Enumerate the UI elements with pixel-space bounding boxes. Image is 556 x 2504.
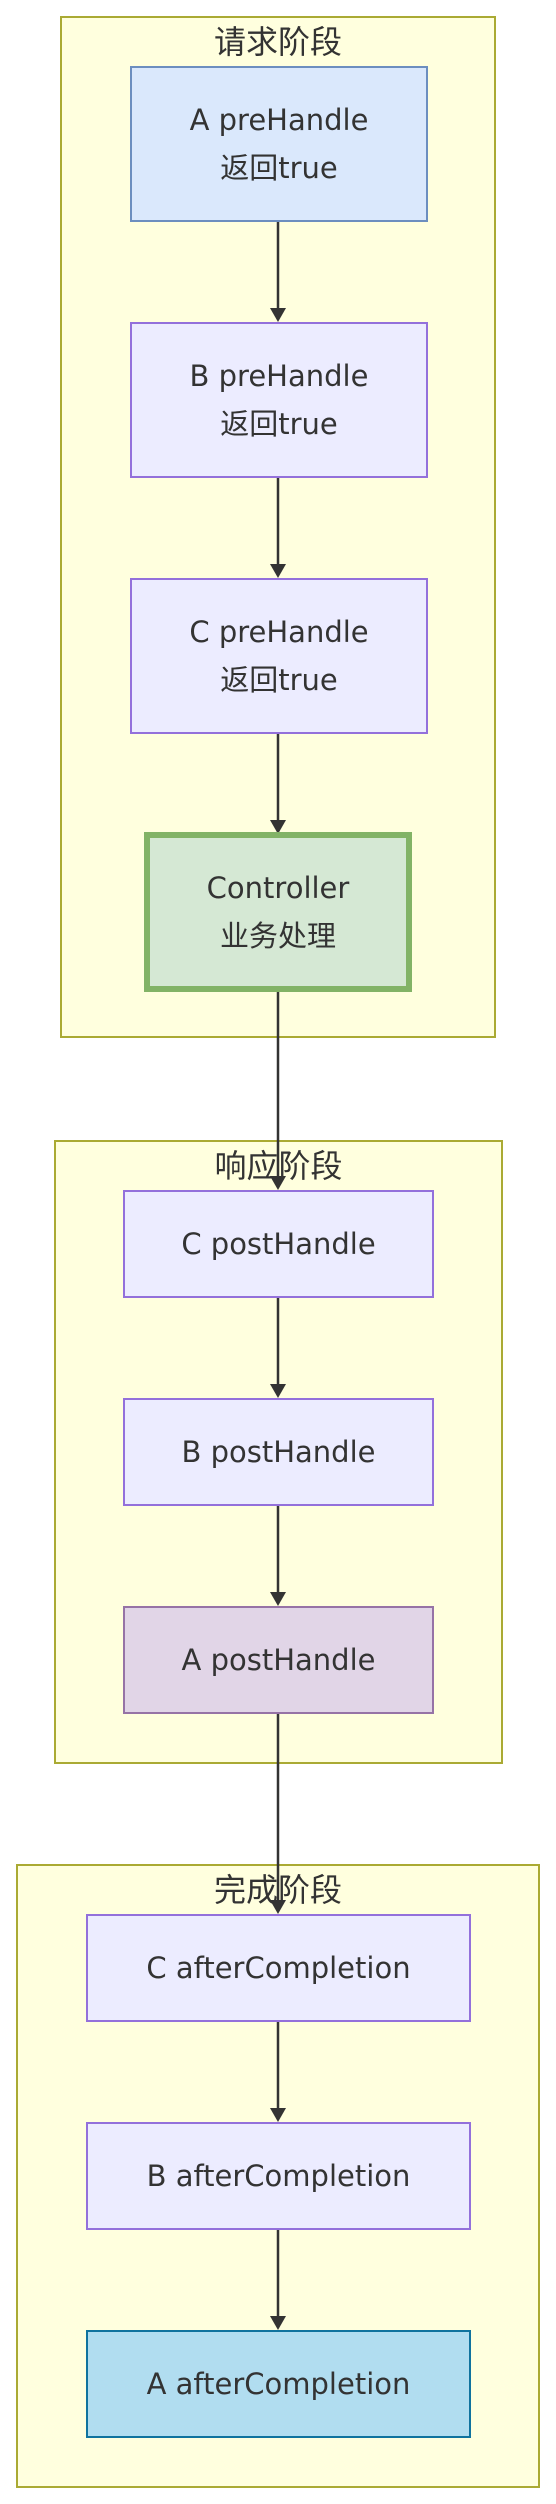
node-b-aftercompletion: B afterCompletion (86, 2122, 471, 2230)
node-b-posthandle: B postHandle (123, 1398, 434, 1506)
node-a-prehandle-line1: A preHandle (189, 103, 369, 137)
node-c-prehandle-line1: C preHandle (189, 615, 369, 649)
node-c-posthandle-label: C postHandle (181, 1227, 376, 1261)
node-controller-line1: Controller (206, 871, 350, 905)
node-b-aftercompletion-label: B afterCompletion (146, 2159, 411, 2193)
node-c-posthandle: C postHandle (123, 1190, 434, 1298)
node-c-prehandle-line2: 返回true (220, 663, 338, 697)
node-b-prehandle-line2: 返回true (220, 407, 338, 441)
node-a-posthandle: A postHandle (123, 1606, 434, 1714)
group-complete-title: 完成阶段 (213, 1871, 342, 1909)
node-a-prehandle: A preHandle 返回true (130, 66, 428, 222)
node-a-prehandle-line2: 返回true (220, 151, 338, 185)
node-a-aftercompletion-label: A afterCompletion (146, 2367, 411, 2401)
group-request-title: 请求阶段 (213, 23, 342, 61)
group-response-title: 响应阶段 (214, 1147, 343, 1185)
node-b-prehandle-line1: B preHandle (189, 359, 369, 393)
node-b-prehandle: B preHandle 返回true (130, 322, 428, 478)
node-c-aftercompletion-label: C afterCompletion (146, 1951, 411, 1985)
node-c-prehandle: C preHandle 返回true (130, 578, 428, 734)
node-b-posthandle-label: B postHandle (181, 1435, 376, 1469)
node-c-aftercompletion: C afterCompletion (86, 1914, 471, 2022)
node-a-posthandle-label: A postHandle (181, 1643, 376, 1677)
node-controller-line2: 业务处理 (219, 919, 336, 953)
node-a-aftercompletion: A afterCompletion (86, 2330, 471, 2438)
node-controller: Controller 业务处理 (144, 832, 412, 992)
